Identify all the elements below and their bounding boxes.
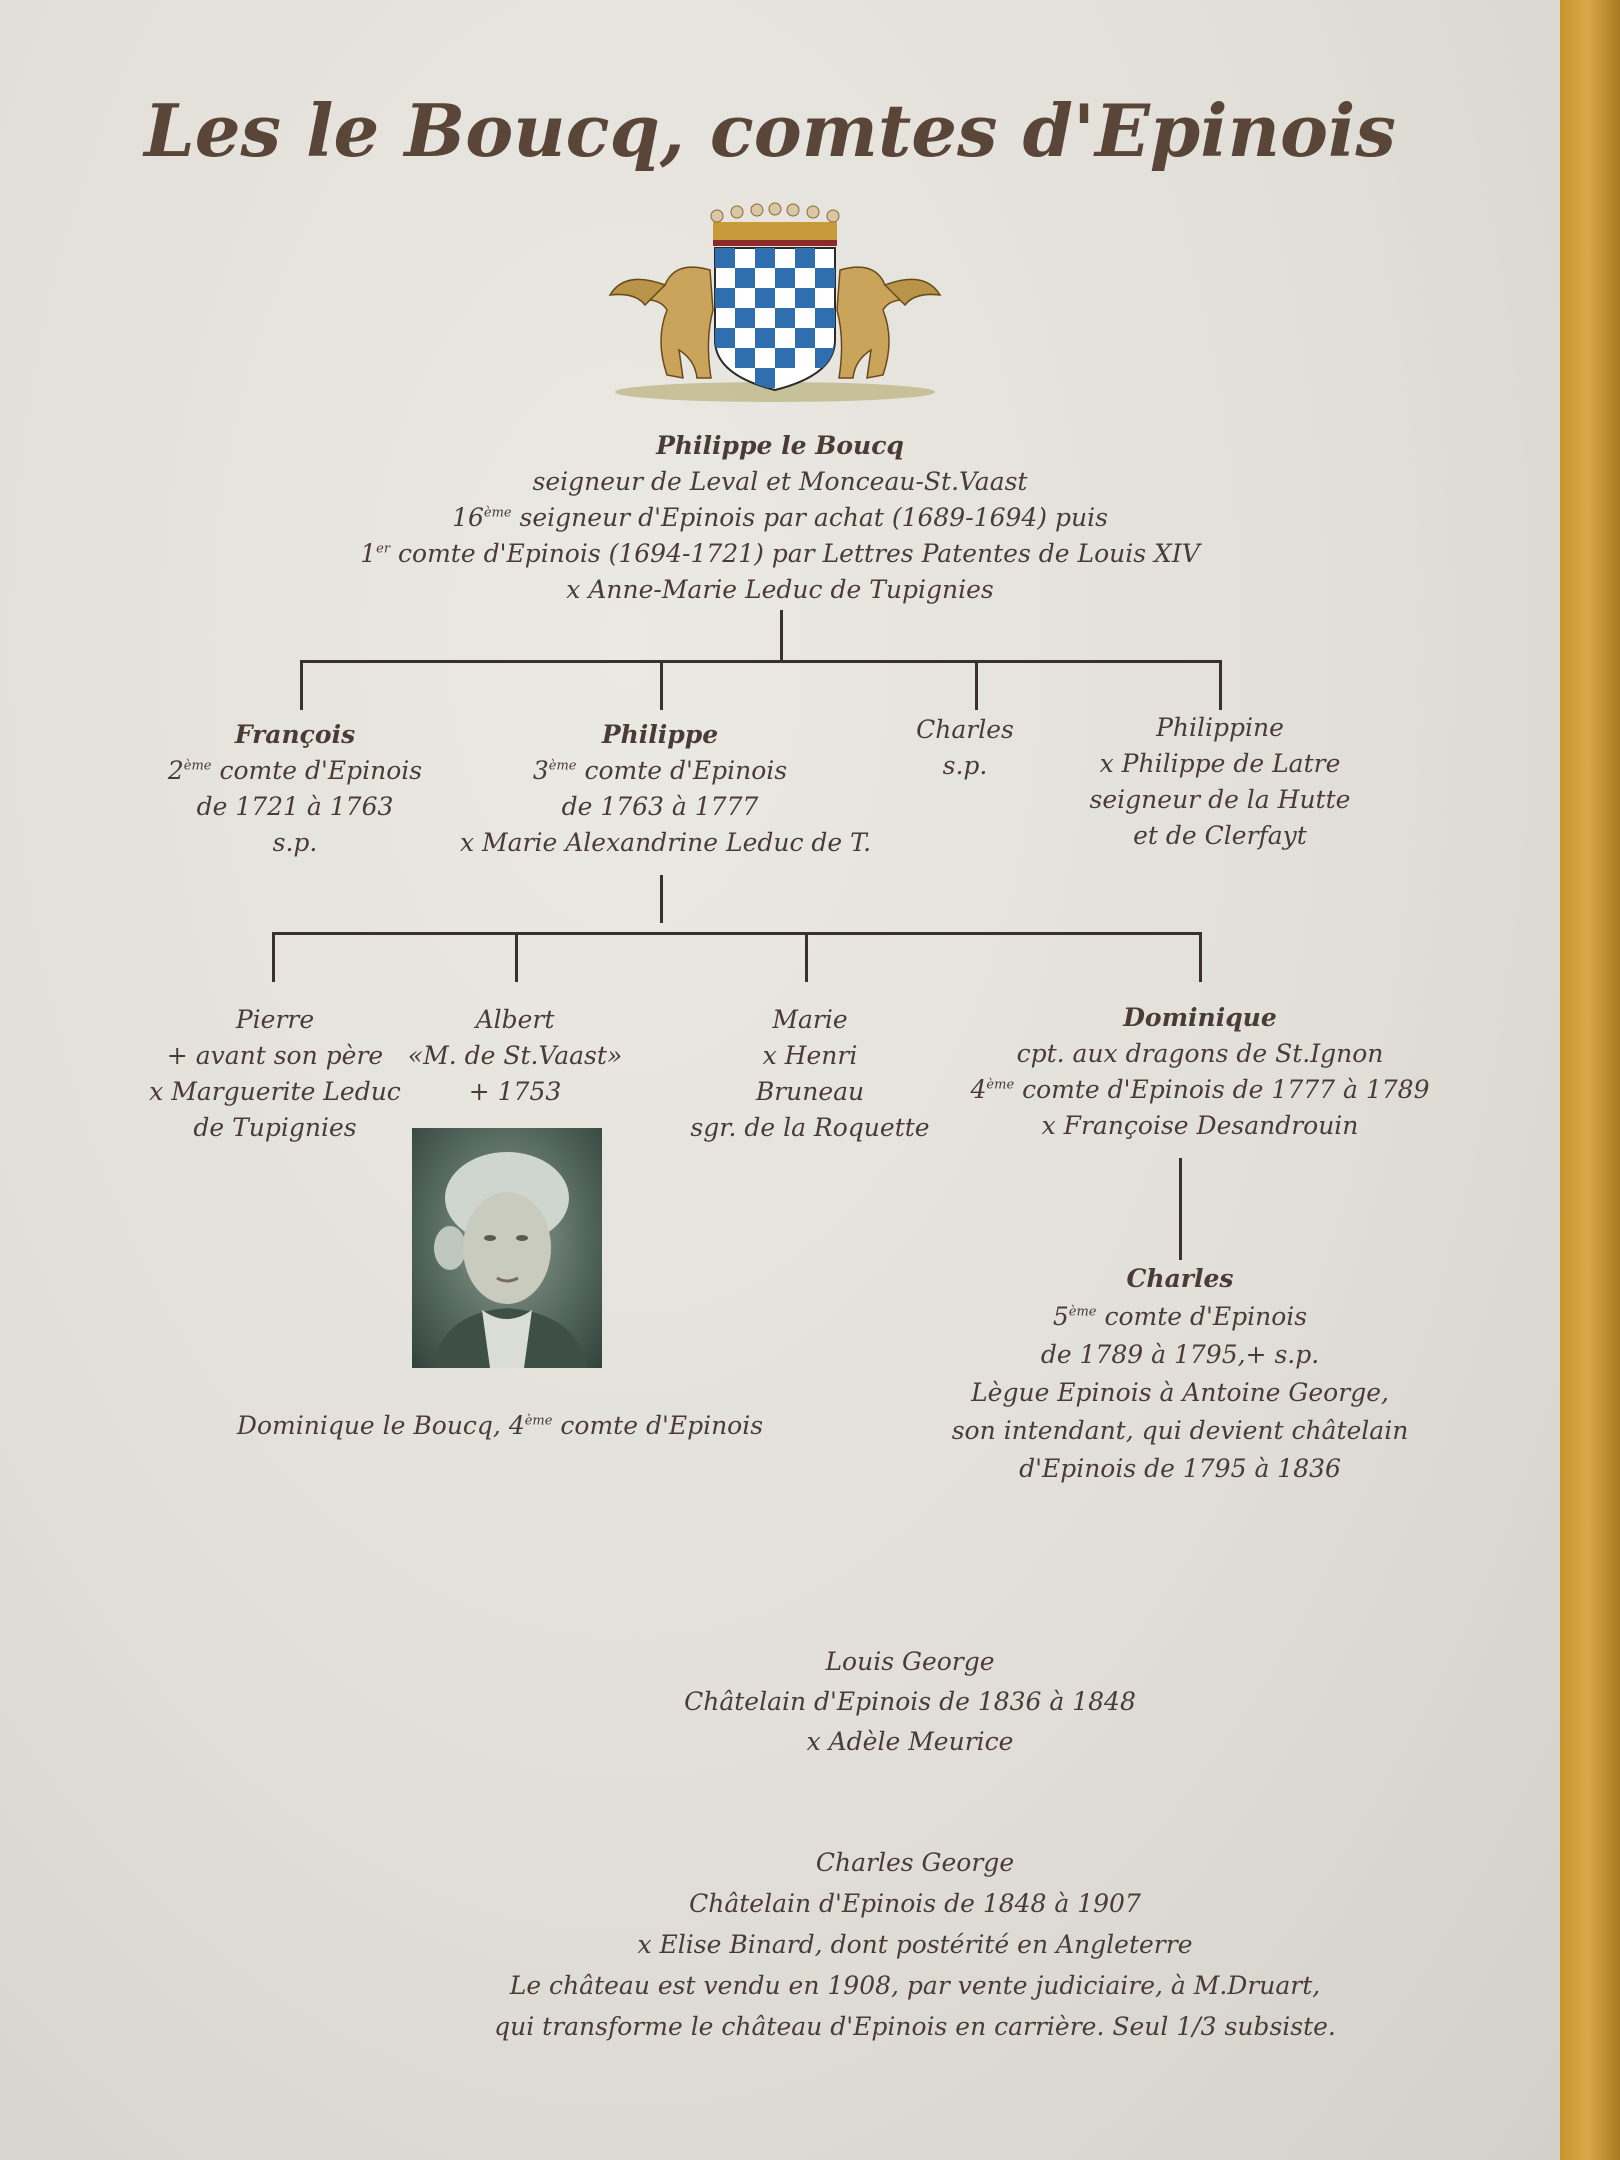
person-detail: d'Epinois de 1795 à 1836 bbox=[1019, 1454, 1341, 1483]
page-title: Les le Boucq, comtes d'Epinois bbox=[144, 88, 1396, 173]
person-francois: François 2ème comte d'Epinois de 1721 à … bbox=[150, 717, 440, 861]
person-detail: 16ème seigneur d'Epinois par achat (1689… bbox=[452, 503, 1108, 532]
person-name: Pierre bbox=[235, 1005, 315, 1034]
person-pierre: Pierre + avant son père x Marguerite Led… bbox=[130, 1002, 420, 1146]
person-name: Charles bbox=[1126, 1264, 1234, 1293]
portrait-image bbox=[412, 1128, 602, 1368]
tree-connector bbox=[300, 660, 303, 710]
person-name: Philippe le Boucq bbox=[656, 431, 904, 460]
person-detail: «M. de St.Vaast» bbox=[407, 1041, 623, 1070]
portrait-caption: Dominique le Boucq, 4ème comte d'Epinois bbox=[236, 1411, 764, 1440]
person-detail: Lègue Epinois à Antoine George, bbox=[971, 1378, 1389, 1407]
person-detail: 5ème comte d'Epinois bbox=[1052, 1302, 1308, 1331]
root-person: Philippe le Boucq seigneur de Leval et M… bbox=[0, 428, 1560, 608]
person-name: Dominique bbox=[1123, 1003, 1277, 1032]
tree-connector bbox=[975, 660, 978, 710]
wooden-frame-edge bbox=[1560, 0, 1620, 2160]
tree-connector bbox=[780, 610, 783, 662]
person-detail: Le château est vendu en 1908, par vente … bbox=[509, 1971, 1321, 2000]
tree-connector bbox=[1179, 1158, 1182, 1260]
person-detail: x Françoise Desandrouin bbox=[1041, 1111, 1359, 1140]
tree-connector bbox=[1199, 932, 1202, 982]
tree-connector bbox=[660, 875, 663, 923]
person-detail: x Anne-Marie Leduc de Tupignies bbox=[566, 575, 994, 604]
person-name: Charles bbox=[916, 715, 1014, 744]
person-name: Albert bbox=[475, 1005, 555, 1034]
tree-connector bbox=[805, 932, 808, 982]
person-dominique: Dominique cpt. aux dragons de St.Ignon 4… bbox=[930, 1000, 1470, 1144]
person-detail: s.p. bbox=[272, 828, 318, 857]
person-albert: Albert «M. de St.Vaast» + 1753 bbox=[400, 1002, 630, 1110]
person-detail: 1er comte d'Epinois (1694-1721) par Lett… bbox=[360, 539, 1200, 568]
person-detail: x Marguerite Leduc bbox=[149, 1077, 401, 1106]
person-detail: x Philippe de Latre bbox=[1099, 749, 1341, 778]
person-name: Louis George bbox=[825, 1647, 995, 1676]
portrait-figure-icon bbox=[432, 1152, 587, 1368]
person-detail: cpt. aux dragons de St.Ignon bbox=[1016, 1039, 1384, 1068]
person-louis-george: Louis George Châtelain d'Epinois de 1836… bbox=[560, 1642, 1260, 1762]
person-charles-george: Charles George Châtelain d'Epinois de 18… bbox=[330, 1842, 1500, 2047]
tree-connector bbox=[300, 660, 1222, 663]
person-detail: sgr. de la Roquette bbox=[690, 1113, 930, 1142]
person-detail: + avant son père bbox=[166, 1041, 384, 1070]
person-detail: 3ème comte d'Epinois bbox=[532, 756, 788, 785]
person-philippe: Philippe 3ème comte d'Epinois de 1763 à … bbox=[460, 717, 872, 861]
person-philippine: Philippine x Philippe de Latre seigneur … bbox=[1075, 710, 1365, 854]
person-detail: x Adèle Meurice bbox=[806, 1727, 1014, 1756]
person-marie: Marie x Henri Bruneau sgr. de la Roquett… bbox=[680, 1002, 940, 1146]
person-name: Philippine bbox=[1156, 713, 1284, 742]
person-detail: de 1789 à 1795,+ s.p. bbox=[1040, 1340, 1320, 1369]
person-name: Philippe bbox=[601, 720, 719, 749]
person-charles-sp: Charles s.p. bbox=[880, 712, 1050, 784]
person-name: François bbox=[234, 720, 356, 749]
tree-connector bbox=[272, 932, 275, 982]
person-charles-5: Charles 5ème comte d'Epinois de 1789 à 1… bbox=[920, 1260, 1440, 1488]
person-detail: 2ème comte d'Epinois bbox=[167, 756, 423, 785]
tree-connector bbox=[272, 932, 1202, 935]
person-name: Marie bbox=[772, 1005, 848, 1034]
person-detail: de Tupignies bbox=[193, 1113, 357, 1142]
person-detail: x Elise Binard, dont postérité en Anglet… bbox=[637, 1930, 1193, 1959]
person-detail: s.p. bbox=[942, 751, 988, 780]
tree-connector bbox=[515, 932, 518, 982]
person-detail: Bruneau bbox=[755, 1077, 865, 1106]
person-detail: de 1763 à 1777 bbox=[561, 792, 759, 821]
person-detail: 4ème comte d'Epinois de 1777 à 1789 bbox=[970, 1075, 1430, 1104]
person-detail: Châtelain d'Epinois de 1848 à 1907 bbox=[689, 1889, 1141, 1918]
person-detail: qui transforme le château d'Epinois en c… bbox=[494, 2012, 1336, 2041]
person-detail: x Henri bbox=[762, 1041, 858, 1070]
person-detail: de 1721 à 1763 bbox=[196, 792, 394, 821]
person-detail: Châtelain d'Epinois de 1836 à 1848 bbox=[684, 1687, 1136, 1716]
coat-of-arms-icon bbox=[608, 202, 942, 402]
person-detail: + 1753 bbox=[468, 1077, 562, 1106]
person-detail: x Marie Alexandrine Leduc de T. bbox=[460, 828, 872, 857]
person-name: Charles George bbox=[815, 1848, 1015, 1877]
person-detail: son intendant, qui devient châtelain bbox=[951, 1416, 1409, 1445]
person-detail: seigneur de la Hutte bbox=[1089, 785, 1351, 814]
person-detail: seigneur de Leval et Monceau-St.Vaast bbox=[532, 467, 1028, 496]
person-detail: et de Clerfayt bbox=[1133, 821, 1307, 850]
tree-connector bbox=[660, 660, 663, 710]
tree-connector bbox=[1219, 660, 1222, 710]
